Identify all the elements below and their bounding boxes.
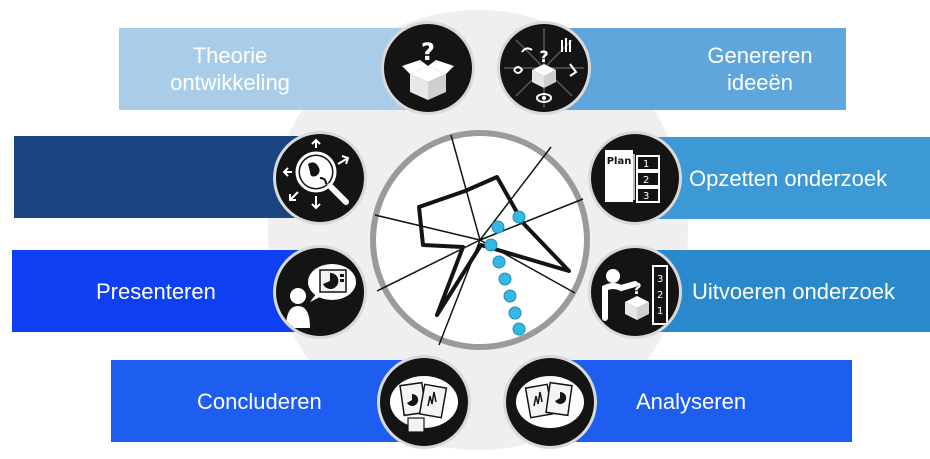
step-label-uitvoeren: Uitvoeren onderzoek [692, 278, 896, 304]
svg-text:?: ? [539, 47, 548, 66]
svg-text:3: 3 [657, 274, 663, 285]
senses-question-icon: ? [500, 24, 588, 112]
step-bar-theorie: Theorie ontwikkeling [119, 28, 429, 110]
svg-text:?: ? [421, 38, 435, 66]
step-label-opzetten: Opzetten onderzoek [689, 165, 888, 191]
step-bar-opzetten: Opzetten onderzoek [635, 137, 930, 219]
svg-text:1: 1 [657, 306, 663, 317]
center-web-diagram [369, 129, 591, 351]
svg-text:Plan: Plan [607, 156, 632, 167]
step-bar-verspreiden [14, 136, 324, 218]
step-bar-genereren: Genereren ideeën [540, 28, 846, 110]
svg-text:?: ? [632, 279, 641, 298]
svg-text:1: 1 [643, 159, 649, 170]
plan-notebook-icon: Plan 1 2 3 [591, 134, 679, 222]
question-box-icon: ? [384, 24, 472, 112]
person-experiment-icon: ? 3 2 1 [591, 248, 679, 336]
svg-text:2: 2 [657, 290, 663, 301]
step-label-genereren: Genereren ideeën [707, 43, 813, 95]
charts-papers-icon [380, 358, 468, 446]
step-label-presenteren: Presenteren [96, 278, 216, 304]
charts-papers-icon [506, 358, 594, 446]
step-bar-presenteren: Presenteren [12, 250, 324, 332]
step-label-theorie: Theorie ontwikkeling [170, 43, 290, 95]
svg-text:3: 3 [643, 191, 649, 202]
step-label-analyseren: Analyseren [636, 388, 747, 414]
presenter-icon [276, 248, 364, 336]
step-bar-concluderen: Concluderen [111, 360, 421, 442]
globe-magnifier-icon [276, 134, 364, 222]
svg-text:2: 2 [643, 175, 649, 186]
step-label-concluderen: Concluderen [197, 388, 322, 414]
